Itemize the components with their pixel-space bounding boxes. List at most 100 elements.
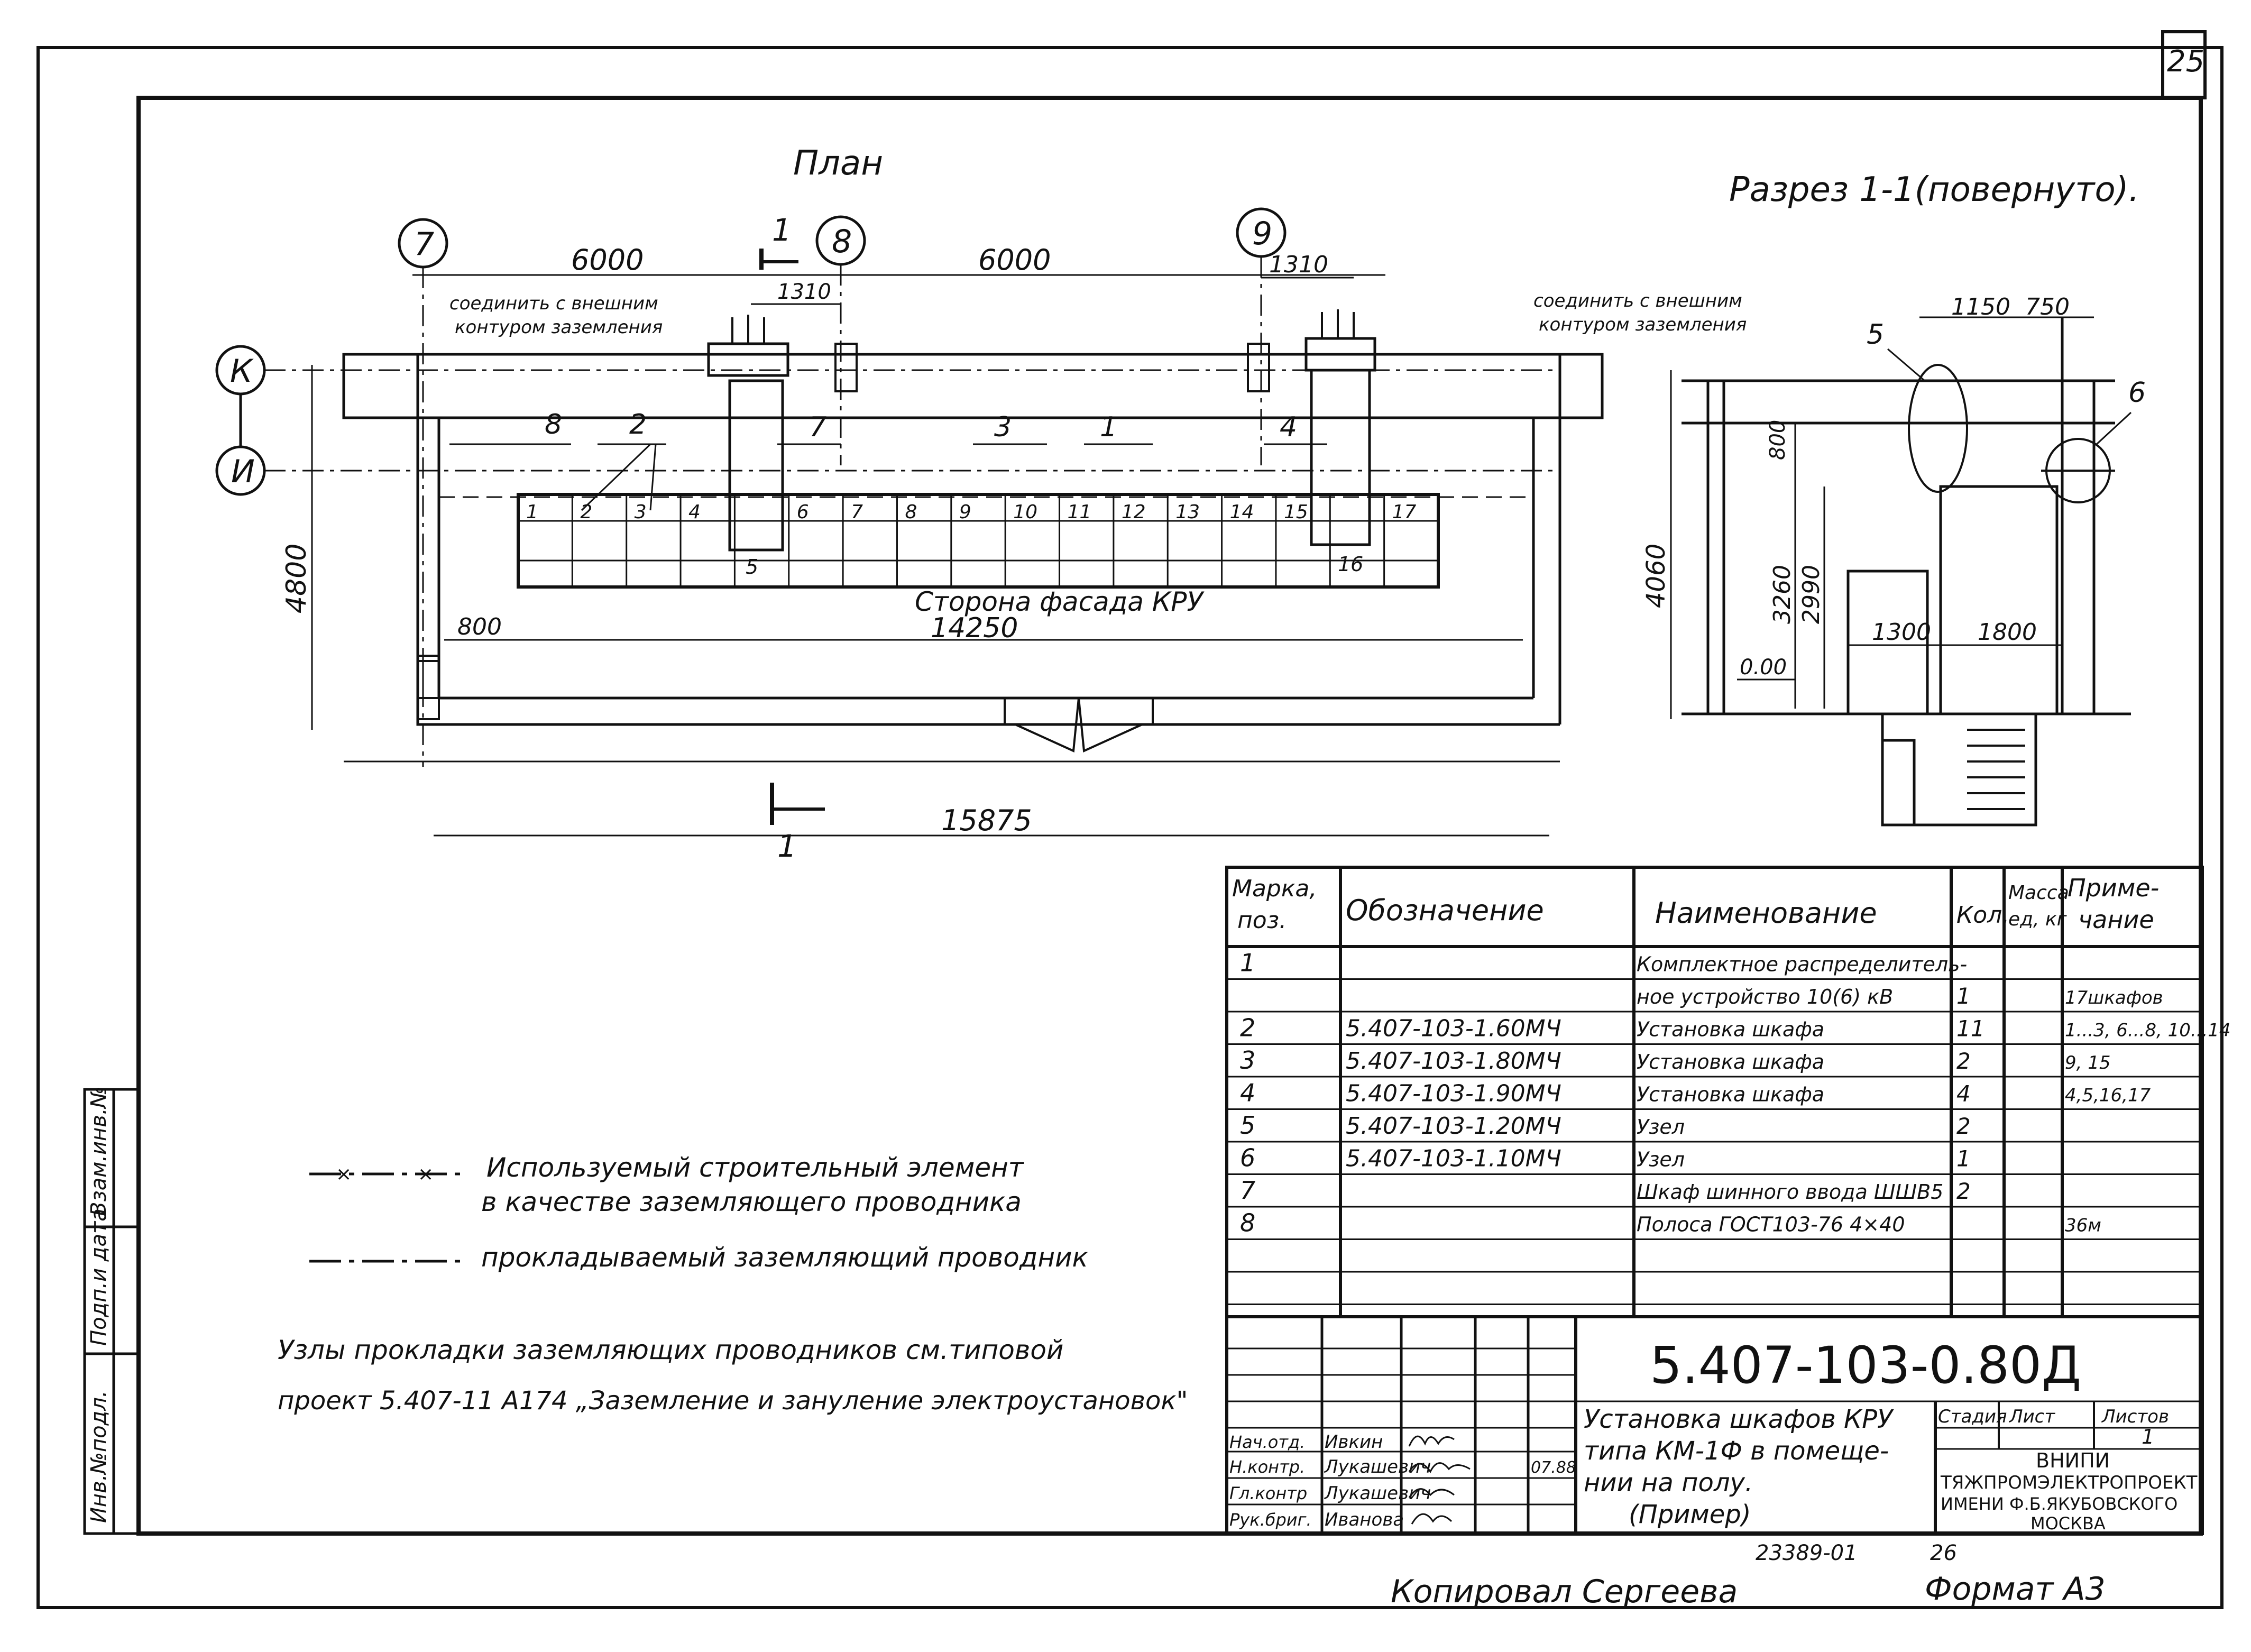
signature-3 (1408, 1488, 1455, 1498)
tb-title-4: (Пример) (1629, 1500, 1751, 1529)
spec-hdr-mark-1: Марка, (1232, 875, 1317, 902)
cabinet-label: 6 (797, 501, 809, 523)
tb-name-1: Ивкин (1325, 1431, 1383, 1453)
spec-hdr-note-2: чание (2078, 905, 2154, 934)
tb-title-2: типа КМ-1Ф в помеще- (1584, 1436, 1889, 1466)
spec-cell: 17шкафов (2065, 987, 2163, 1008)
signature-2 (1408, 1462, 1471, 1473)
spec-cell: 1...3, 6...8, 10...14 (2065, 1020, 2231, 1041)
archive-page: 26 (1930, 1541, 1957, 1565)
axis-K-label: К (230, 353, 254, 390)
stamp-sign: Подп.и дата (87, 1208, 111, 1346)
spec-cell: 8 (1240, 1209, 1255, 1237)
cabinet-label: 12 (1122, 501, 1146, 523)
plan-title: План (793, 144, 883, 183)
leader-8: 8 (545, 409, 562, 440)
tb-name-4: Иванова (1325, 1509, 1404, 1530)
spec-cell: 1 (1240, 949, 1255, 977)
outer-frame (36, 46, 2224, 1609)
sec-dim-800: 800 (1766, 420, 1790, 460)
tb-title-1: Установка шкафов КРУ (1584, 1405, 1894, 1434)
leader-4: 4 (1280, 411, 1297, 443)
spec-cell: 1 (1956, 983, 1971, 1009)
section-mark-top: 1 (772, 212, 792, 248)
spec-cell: 5.407-103-1.60МЧ (1346, 1015, 1561, 1042)
spec-cell: 7 (1240, 1176, 1255, 1205)
spec-cell: Установка шкафа (1637, 1050, 1824, 1073)
signature-1 (1408, 1435, 1455, 1447)
legend-item1-line1: Используемый строительный элемент (486, 1152, 1025, 1183)
spec-hdr-qty: Кол. (1956, 902, 2009, 929)
spec-cell: 5.407-103-1.90МЧ (1346, 1080, 1561, 1107)
spec-hdr-mass-2: ед, кг (2008, 908, 2068, 930)
signature-4 (1411, 1513, 1453, 1525)
cabinet-label: 4 (688, 501, 701, 523)
tb-date: 07.88 (1531, 1458, 1576, 1477)
sec-dim-750: 750 (2025, 293, 2070, 320)
axis-7-label: 7 (414, 226, 434, 263)
spec-cell: 5.407-103-1.80МЧ (1346, 1048, 1561, 1075)
sec-dim-1300: 1300 (1872, 619, 1931, 646)
spec-cell: 2 (1240, 1014, 1255, 1042)
format-label: Формат А3 (1925, 1571, 2106, 1608)
switchgear-row (517, 493, 1440, 589)
section-callout-5: 5 (1867, 319, 1884, 351)
cabinet-label: 14 (1230, 501, 1254, 523)
tb-role-3: Гл.контр (1229, 1483, 1307, 1503)
dim-1310-b: 1310 (1269, 251, 1328, 278)
legend-item1-line2: в качестве заземляющего проводника (481, 1187, 1022, 1217)
sec-dim-1150: 1150 (1951, 293, 2010, 320)
spec-hdr-mass-1: Масса (2008, 882, 2069, 904)
tb-org-1: ВНИПИ (2036, 1449, 2110, 1472)
spec-cell: 5.407-103-1.20МЧ (1346, 1113, 1561, 1140)
page-number-box (2161, 30, 2207, 99)
spec-hdr-note-1: Приме- (2068, 874, 2159, 902)
axis-I-label: И (231, 453, 255, 490)
legend: × × Используемый строительный элемент в … (278, 1152, 1188, 1416)
cabinet-5-label: 5 (746, 555, 758, 579)
sec-dim-3260: 3260 (1769, 565, 1796, 624)
page-number: 25 (2167, 44, 2204, 79)
stamp-inv: Инв.№подл. (87, 1390, 111, 1523)
section-title: Разрез 1-1(повернуто). (1729, 170, 2139, 209)
spec-cell: Узел (1637, 1115, 1685, 1139)
tb-role-2: Н.контр. (1229, 1457, 1305, 1477)
cabinet-label: 7 (851, 501, 863, 523)
tb-org-2: ТЯЖПРОМЭЛЕКТРОПРОЕКТ (1940, 1472, 2198, 1493)
spec-cell: 11 (1956, 1016, 1984, 1042)
cabinet-label: 15 (1284, 501, 1308, 523)
section-callout-6: 6 (2128, 377, 2146, 409)
cabinet-label: 3 (635, 501, 647, 523)
spec-cell: 6 (1240, 1144, 1255, 1172)
spec-table: Марка, поз. Обозначение Наименование Кол… (1225, 866, 2231, 1318)
copied-by: Копировал Сергеева (1391, 1573, 1738, 1610)
spec-cell: Установка шкафа (1637, 1083, 1824, 1106)
spec-cell: 2 (1956, 1178, 1971, 1204)
legend-item2: прокладываемый заземляющий проводник (481, 1242, 1088, 1273)
dim-6000-b: 6000 (978, 243, 1051, 277)
spec-cell: 1 (1956, 1146, 1971, 1172)
spec-cell: 3 (1240, 1046, 1255, 1075)
cabinet-16-label: 16 (1338, 553, 1363, 576)
spec-cell: 5 (1240, 1111, 1255, 1140)
tb-stage-hdr: Стадия (1938, 1406, 2007, 1427)
spec-hdr-name: Наименование (1655, 896, 1877, 930)
dim-800-plan: 800 (457, 613, 502, 640)
archive-number: 23389-01 (1756, 1541, 1858, 1565)
dim-14250: 14250 (931, 612, 1018, 644)
legend-x-1: × (336, 1163, 352, 1185)
tb-role-4: Рук.бриг. (1229, 1510, 1312, 1530)
tb-title-3: нии на полу. (1584, 1468, 1753, 1498)
cabinet-label: 8 (905, 501, 917, 523)
connect-note-right-1: соединить с внешним (1533, 290, 1742, 311)
cabinet-label: 17 (1392, 501, 1417, 523)
cabinet-label: 1 (526, 501, 538, 523)
dim-4800: 4800 (281, 544, 313, 613)
tb-sheets-hdr: Листов (2101, 1406, 2169, 1427)
spec-cell: 2 (1956, 1113, 1971, 1139)
spec-cell: 36м (2065, 1215, 2101, 1236)
tb-code: 5.407-103-0.80Д (1650, 1336, 2081, 1395)
spec-cell: Комплектное распределитель- (1637, 953, 1967, 976)
spec-cell: 4 (1956, 1081, 1971, 1107)
